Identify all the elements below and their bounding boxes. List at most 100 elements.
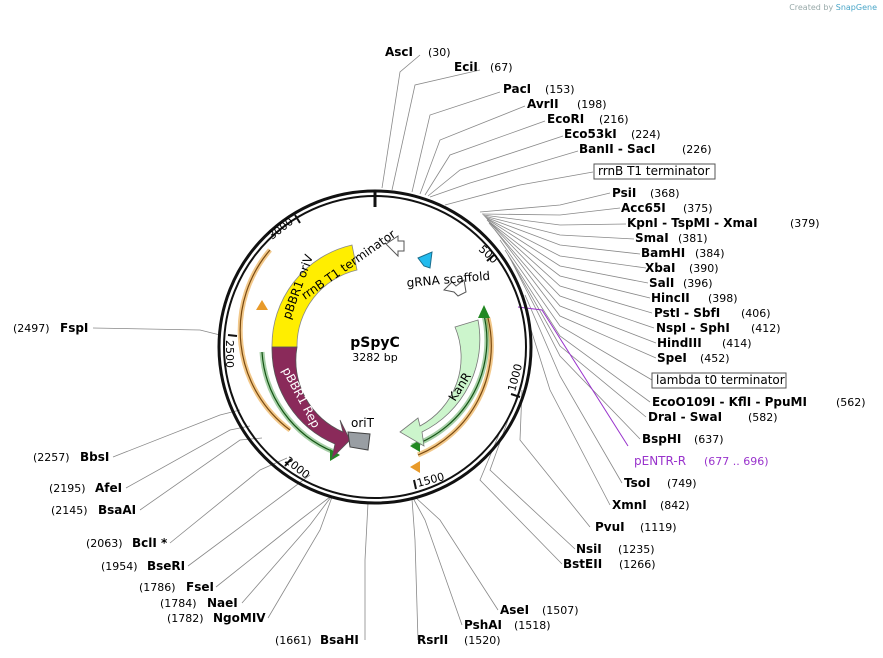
site-pos: (842) <box>660 499 690 512</box>
lambda-box <box>651 372 787 389</box>
site-label: AfeI <box>95 481 122 495</box>
site-pos: (1786) <box>139 581 176 594</box>
site-label: XbaI <box>645 261 675 275</box>
site-pos: (1782) <box>167 612 204 625</box>
site-label: Eco53kI <box>564 127 617 141</box>
site-pos: (1954) <box>101 560 138 573</box>
site-pos: (412) <box>751 322 781 335</box>
site-pos: (2195) <box>49 482 86 495</box>
site-label: FspI <box>60 321 88 335</box>
site-label: DraI - SwaI <box>648 410 722 424</box>
site-label: AscI <box>385 45 413 59</box>
site-pos: (637) <box>694 433 724 446</box>
site-pos: (562) <box>836 396 866 409</box>
site-label: EciI <box>454 60 478 74</box>
credit-text: Created by <box>789 3 834 12</box>
sites-left: (2497)FspI (2257)BbsI (2195)AfeI (2145)B… <box>13 321 266 625</box>
site-pos: (396) <box>683 277 713 290</box>
site-pos: (2145) <box>51 504 88 517</box>
site-pos: (198) <box>577 98 607 111</box>
site-label: BstEII <box>563 557 602 571</box>
rrnb-box <box>593 163 716 180</box>
snapgene-logo: SnapGene <box>835 3 877 12</box>
site-label: SmaI <box>635 231 669 245</box>
site-label: RsrII <box>417 633 448 647</box>
arrow-head-green-bottom <box>410 440 420 452</box>
site-label: AvrII <box>527 97 559 111</box>
sites-right: PsiI (368) Acc65I (375) KpnI - TspMI - Xma… <box>563 186 866 571</box>
pbbr1-rep-feature[interactable] <box>271 346 351 460</box>
site-pos: (1507) <box>542 604 579 617</box>
site-label: XmnI <box>612 498 647 512</box>
site-pos: (2063) <box>86 537 123 550</box>
site-label: TsoI <box>624 476 650 490</box>
site-label: AseI <box>500 603 529 617</box>
site-pos: (30) <box>428 46 451 59</box>
site-label: EcoRI <box>547 112 584 126</box>
site-pos: (1235) <box>618 543 655 556</box>
site-pos: (406) <box>741 307 771 320</box>
snapgene-credit: Created by SnapGene <box>789 3 877 12</box>
arrow-head-orange-bottom <box>410 461 420 473</box>
rrnb-small-arrow <box>385 235 405 258</box>
site-label: Acc65I <box>621 201 666 215</box>
site-label: NaeI <box>207 596 238 610</box>
site-pos: (1518) <box>514 619 551 632</box>
site-label: HindIII <box>657 336 702 350</box>
grna-scaffold-arrow <box>417 251 433 269</box>
site-label: BclI * <box>132 536 168 550</box>
site-pos: (398) <box>708 292 738 305</box>
site-pos: (1119) <box>640 521 677 534</box>
site-pos: (381) <box>678 232 708 245</box>
site-label: PvuI <box>595 520 625 534</box>
site-label: PacI <box>503 82 531 96</box>
lambda-small-arrow <box>442 279 467 297</box>
plasmid-size: 3282 bp <box>352 351 397 364</box>
primer-name: pENTR-R <box>634 454 686 468</box>
site-pos: (226) <box>682 143 712 156</box>
site-label: BseRI <box>147 559 185 573</box>
site-label: NgoMIV <box>213 611 266 625</box>
site-pos: (582) <box>748 411 778 424</box>
arrow-head-green-right <box>478 305 490 318</box>
site-label: FseI <box>186 580 214 594</box>
ruler-label-2500: 2500 <box>223 340 236 368</box>
site-pos: (368) <box>650 187 680 200</box>
site-pos: (375) <box>683 202 713 215</box>
outer-feature-arcs <box>237 248 494 458</box>
rrnb-box-label: rrnB T1 terminator <box>598 164 710 178</box>
primer-line <box>517 306 629 447</box>
site-pos: (67) <box>490 61 513 74</box>
site-label: PstI - SbfI <box>654 306 720 320</box>
ruler-label-500: 500 <box>476 243 500 267</box>
orit-label: oriT <box>351 416 375 430</box>
site-pos: (1266) <box>619 558 656 571</box>
site-label: SalI <box>649 276 674 290</box>
pbbr1-oriv-feature[interactable] <box>271 244 358 348</box>
site-pos: (216) <box>599 113 629 126</box>
site-pos: (2497) <box>13 322 50 335</box>
site-label: BanII - SacI <box>579 142 655 156</box>
kanr-feature[interactable] <box>399 319 481 447</box>
site-label: BspHI <box>642 432 681 446</box>
site-pos: (1784) <box>160 597 197 610</box>
arrow-head-orange-left <box>256 300 268 310</box>
site-label: BbsI <box>80 450 109 464</box>
plasmid-name: pSpyC <box>350 335 400 351</box>
site-pos: (384) <box>695 247 725 260</box>
site-pos: (414) <box>722 337 752 350</box>
lambda-box-label: lambda t0 terminator <box>656 373 785 387</box>
site-pos: (390) <box>689 262 719 275</box>
site-label: PshAI <box>464 618 502 632</box>
primer-pos: (677 .. 696) <box>704 455 769 468</box>
site-label: BsaHI <box>320 633 359 647</box>
site-pos: (224) <box>631 128 661 141</box>
site-pos: (379) <box>790 217 820 230</box>
site-label: NspI - SphI <box>656 321 730 335</box>
site-pos: (452) <box>700 352 730 365</box>
orit-feature[interactable] <box>347 431 371 451</box>
site-label: NsiI <box>576 542 602 556</box>
site-label: KpnI - TspMI - XmaI <box>627 216 758 230</box>
site-label: PsiI <box>612 186 636 200</box>
